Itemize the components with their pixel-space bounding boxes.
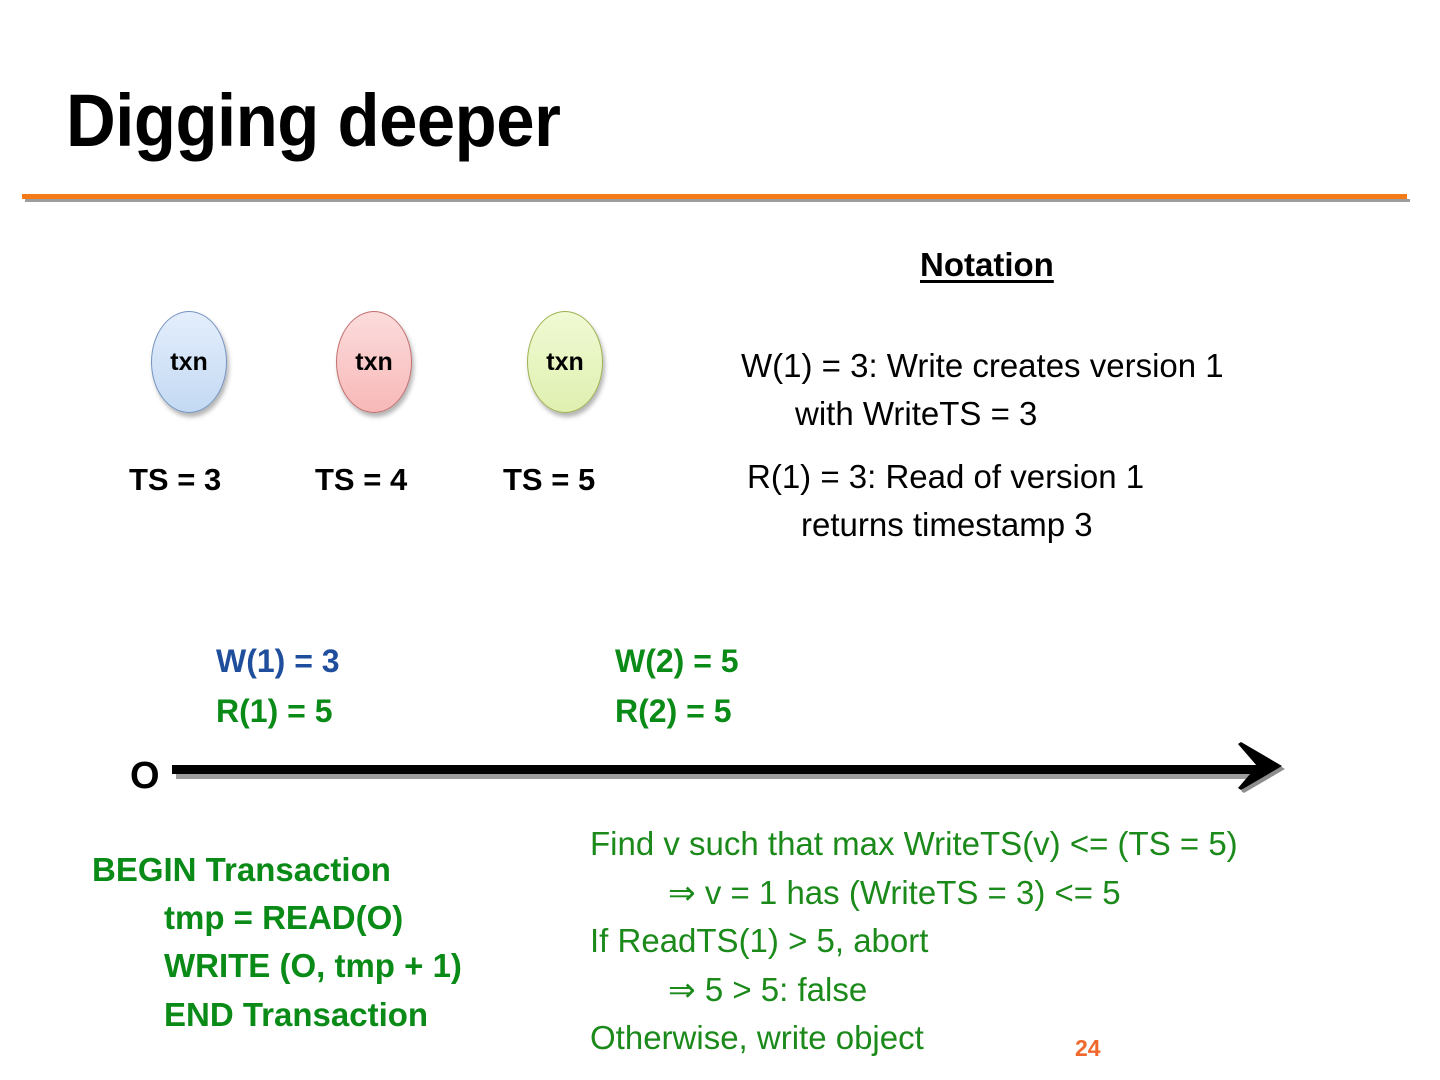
txn-oval-1-label: txn (170, 347, 208, 376)
title-rule-shadow (25, 199, 1410, 202)
notation-entry-read-line1: R(1) = 3: Read of version 1 (747, 458, 1145, 495)
notation-entry-read-line2: returns timestamp 3 (801, 505, 1093, 543)
txn-oval-3-label: txn (546, 347, 584, 376)
notation-entry-write: W(1) = 3: Write creates version 1 with W… (741, 342, 1224, 438)
pseudocode-block: BEGIN Transaction tmp = READ(O) WRITE (O… (92, 846, 462, 1039)
notation-heading: Notation (920, 246, 1054, 283)
ts-label-1: TS = 3 (129, 462, 222, 497)
reasoning-line-2: ⇒ v = 1 has (WriteTS = 3) <= 5 (668, 873, 1121, 911)
notation-entry-write-line1: W(1) = 3: Write creates version 1 (741, 347, 1224, 384)
op-read-1: R(1) = 5 (216, 693, 333, 729)
axis-line-shadow (176, 774, 1266, 779)
txn-oval-2: txn (336, 311, 412, 413)
page-number: 24 (1075, 1035, 1101, 1061)
txn-oval-2-label: txn (355, 347, 393, 376)
notation-entry-write-line2: with WriteTS = 3 (795, 394, 1038, 432)
axis-origin-label: O (130, 755, 160, 797)
op-write-2: W(2) = 5 (615, 643, 739, 679)
txn-oval-3: txn (527, 311, 603, 413)
pseudocode-line-3: WRITE (O, tmp + 1) (164, 947, 462, 985)
timeline-axis-line (172, 765, 1260, 774)
pseudocode-line-2: tmp = READ(O) (164, 899, 404, 937)
notation-entry-read: R(1) = 3: Read of version 1 returns time… (747, 453, 1144, 549)
reasoning-line-1: Find v such that max WriteTS(v) <= (TS =… (590, 825, 1238, 862)
title-rule (22, 194, 1407, 199)
ts-label-2: TS = 4 (315, 462, 408, 497)
ts-label-3: TS = 5 (503, 462, 596, 497)
op-write-1: W(1) = 3 (216, 643, 340, 679)
pseudocode-line-4: END Transaction (164, 995, 429, 1033)
page-title: Digging deeper (66, 79, 561, 162)
reasoning-line-3: If ReadTS(1) > 5, abort (590, 922, 929, 959)
reasoning-line-5: Otherwise, write object (590, 1019, 924, 1056)
reasoning-line-4: ⇒ 5 > 5: false (668, 970, 868, 1008)
pseudocode-line-1: BEGIN Transaction (92, 851, 391, 888)
reasoning-block: Find v such that max WriteTS(v) <= (TS =… (590, 820, 1238, 1063)
arrow-right-icon (1238, 742, 1285, 793)
op-read-2: R(2) = 5 (615, 693, 732, 729)
txn-oval-1: txn (151, 311, 227, 413)
